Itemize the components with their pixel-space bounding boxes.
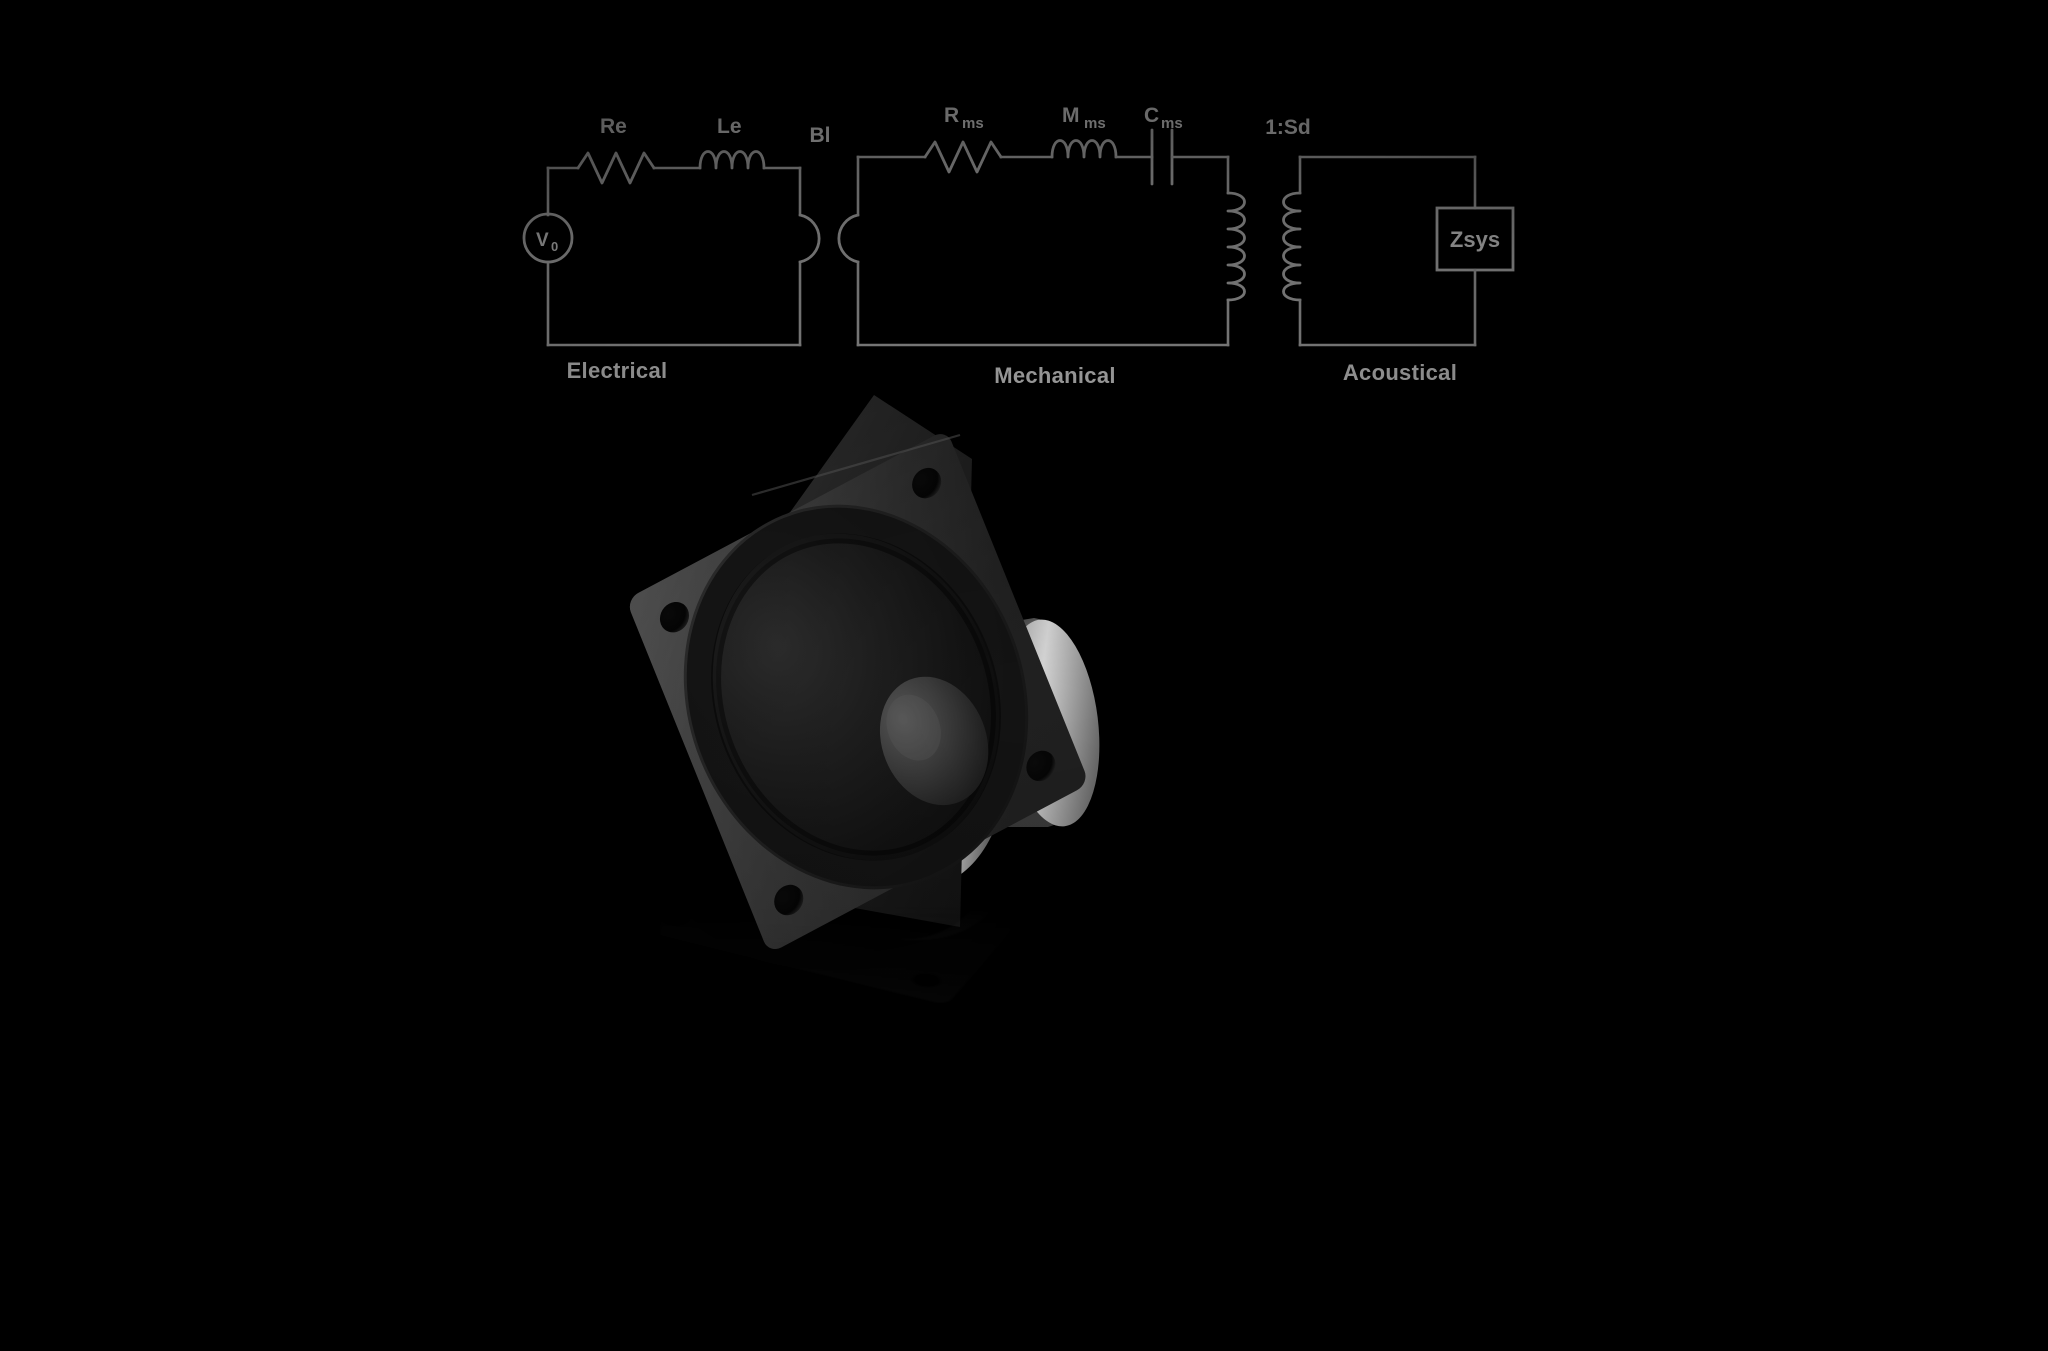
driver-diaphragm <box>683 504 1029 890</box>
mms-sublabel: ms <box>1084 115 1106 132</box>
inductor-le-symbol <box>698 150 766 170</box>
resistor-re-symbol <box>576 151 656 185</box>
transformer-primary-coil <box>1226 191 1246 302</box>
re-label: Re <box>600 115 627 138</box>
mechanical-section: R ms M ms C ms Mechanical <box>856 104 1230 388</box>
zsys-label: Zsys <box>1450 227 1500 252</box>
resistor-rms-symbol <box>923 140 1003 174</box>
acoustical-section: Zsys Acoustical <box>1298 155 1515 385</box>
inductor-mms-symbol <box>1050 139 1118 159</box>
equivalent-circuit-diagram: V 0 Re Le Electrical Bl <box>0 0 2048 420</box>
gyrator-bl: Bl <box>798 124 860 264</box>
cms-sublabel: ms <box>1161 115 1183 132</box>
gyrator-left-arc <box>798 213 821 264</box>
gyrator-right-arc <box>837 213 860 264</box>
transformer-1-sd: 1:Sd <box>1226 116 1311 302</box>
rms-label: R <box>944 104 959 127</box>
section-label-electrical: Electrical <box>567 358 668 383</box>
electrical-section: V 0 Re Le Electrical <box>522 115 802 383</box>
loudspeaker-driver-image <box>629 375 1420 1035</box>
source-label: V <box>536 230 549 251</box>
transformer-secondary-coil <box>1282 191 1302 302</box>
cms-label: C <box>1144 104 1159 127</box>
le-label: Le <box>717 115 742 138</box>
rms-sublabel: ms <box>962 115 984 132</box>
source-sublabel: 0 <box>551 239 558 254</box>
transformer-ratio-label: 1:Sd <box>1265 116 1311 139</box>
bl-label: Bl <box>810 124 831 147</box>
mms-label: M <box>1062 104 1080 127</box>
floor-gradient <box>0 1020 2048 1351</box>
